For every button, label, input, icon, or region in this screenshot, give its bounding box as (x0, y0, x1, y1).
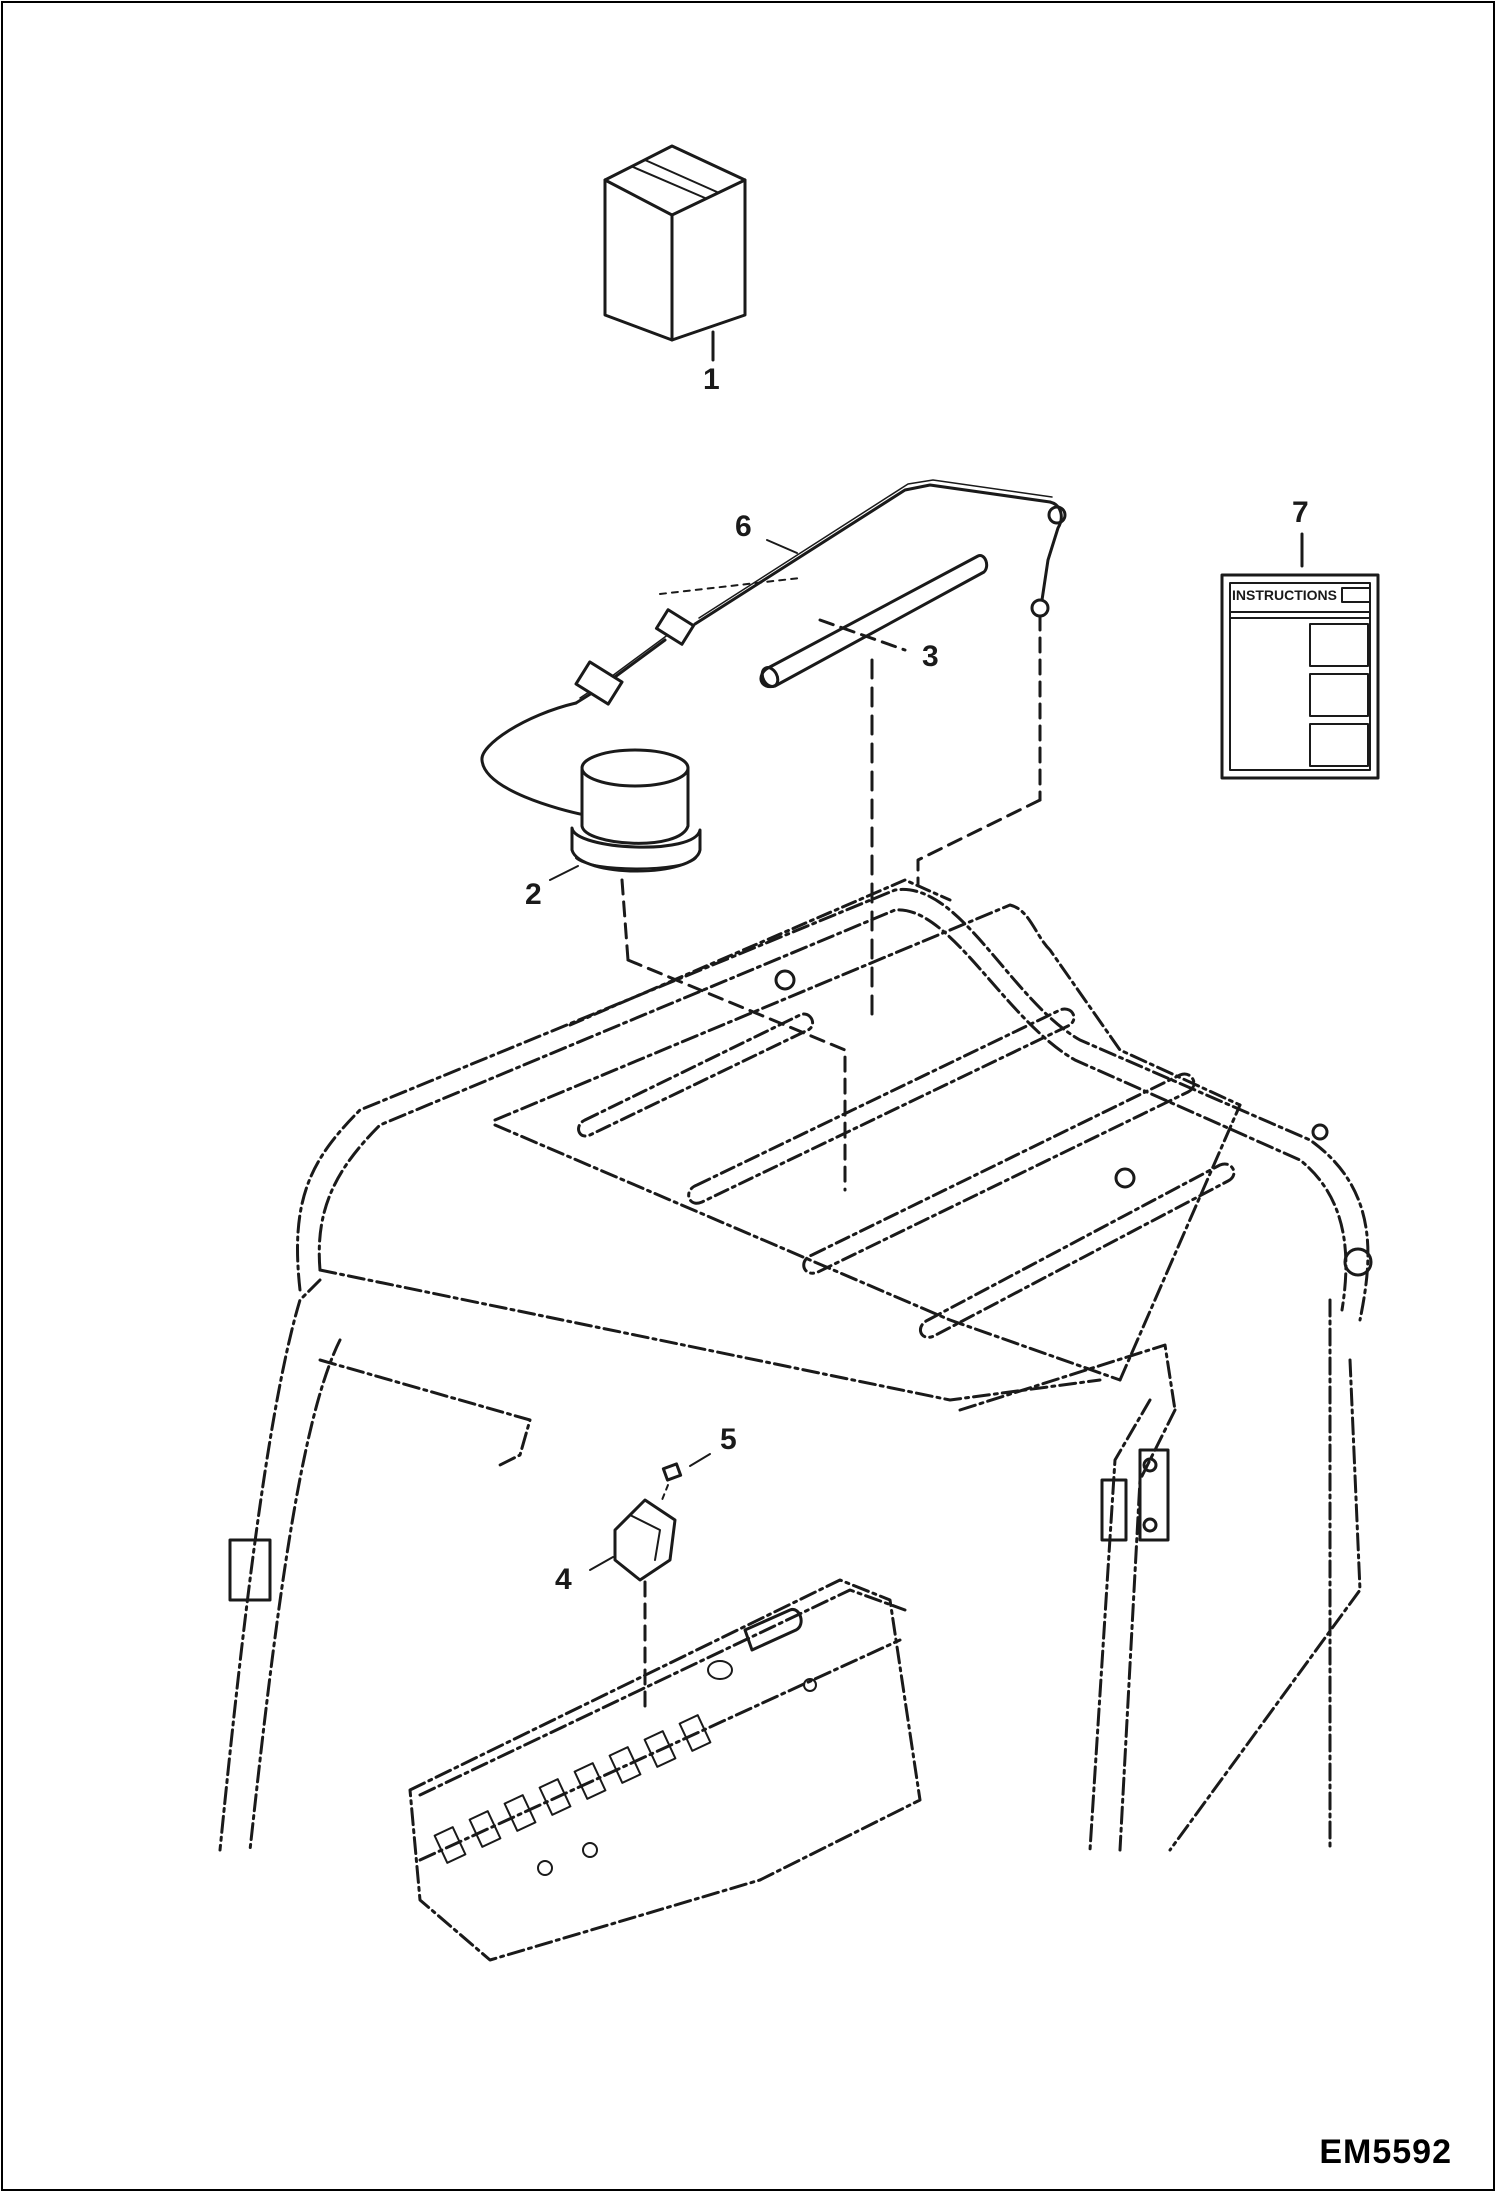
switch-row (433, 1608, 817, 1876)
switch-console (408, 1578, 922, 1962)
rocker-switch (589, 1498, 677, 1712)
instructions-sheet: INSTRUCTIONS (1220, 532, 1380, 780)
kit-box (603, 144, 747, 362)
roof-ribs (568, 878, 1373, 1339)
callout-7: 7 (1292, 496, 1309, 529)
callout-4: 4 (555, 1563, 572, 1596)
callout-6: 6 (735, 510, 752, 543)
callout-1: 1 (703, 363, 720, 396)
instructions-heading: INSTRUCTIONS (1232, 587, 1337, 603)
wire-harness (480, 479, 1067, 887)
figure-id: EM5592 (1319, 2133, 1452, 2171)
callout-2: 2 (525, 878, 542, 911)
callout-3: 3 (922, 640, 939, 673)
cab-roof (296, 888, 1370, 1402)
door-hinges (228, 1448, 1170, 1602)
switch-lens (661, 1453, 711, 1501)
beacon-light (549, 748, 847, 1192)
foam-strip (759, 554, 989, 1022)
callout-5: 5 (720, 1423, 737, 1456)
